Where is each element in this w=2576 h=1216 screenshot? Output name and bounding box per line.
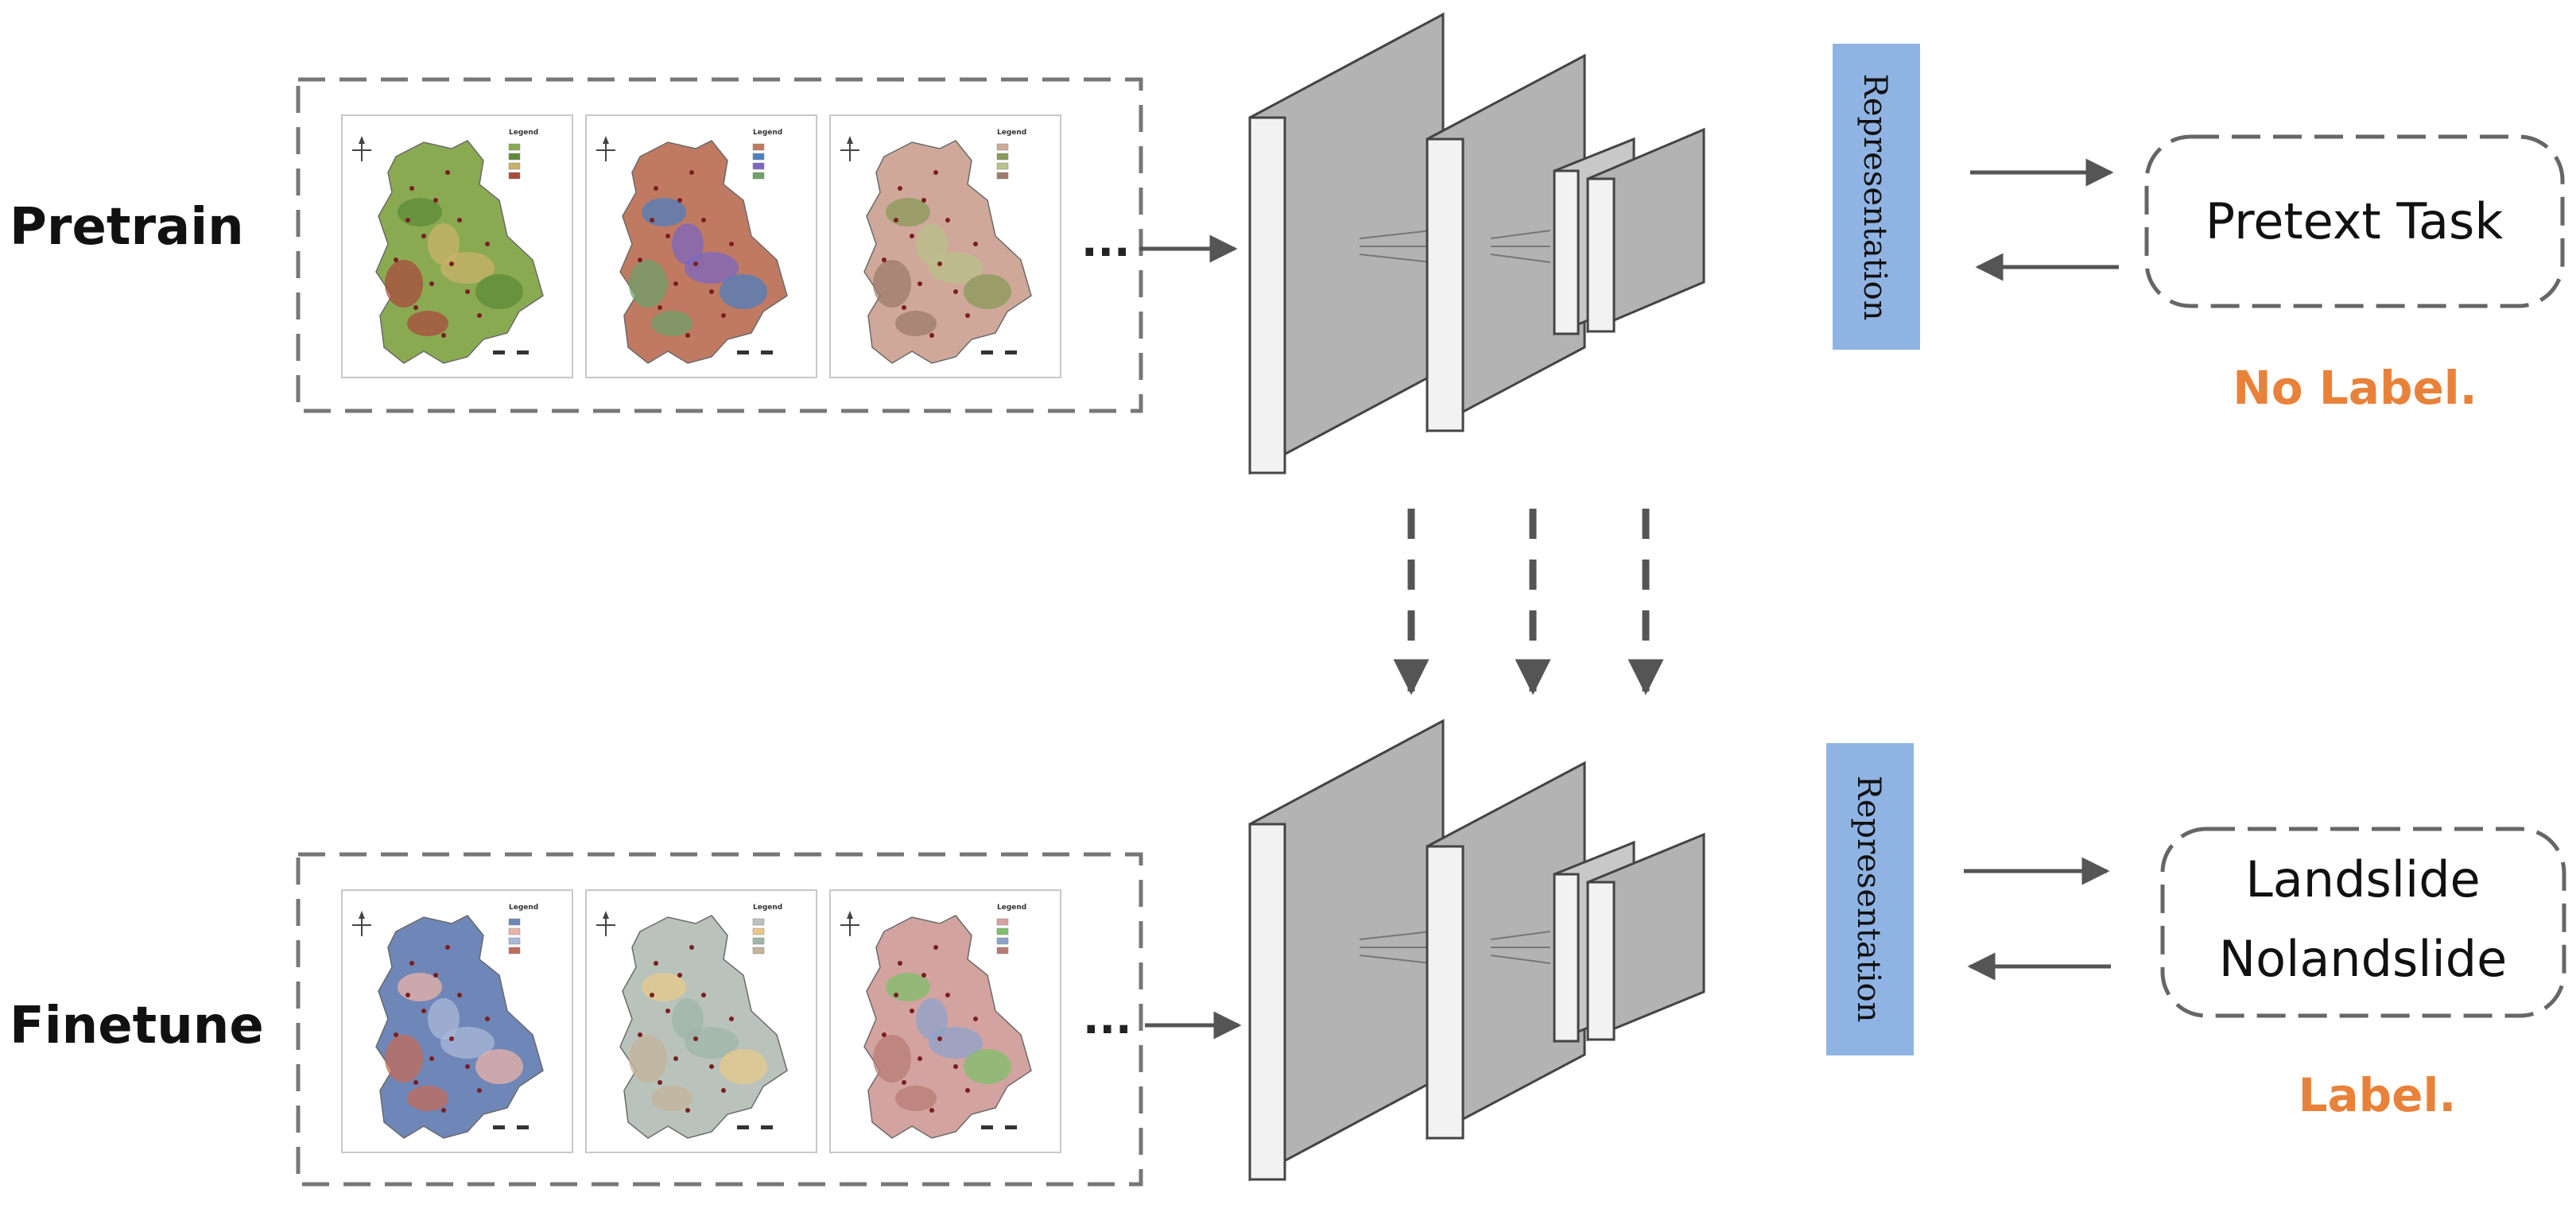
region-map	[619, 140, 788, 364]
finetune-label: Finetune	[10, 997, 264, 1055]
map-legend: Legend	[996, 904, 1026, 955]
region-map	[375, 915, 544, 1139]
north-arrow-icon	[840, 911, 859, 936]
pretrain-representation-text: Representation	[1856, 74, 1893, 321]
pretrain-layer-3	[1553, 127, 1705, 336]
scale-bar	[981, 350, 1029, 354]
pretrain-layer-2	[1426, 53, 1586, 433]
scale-bar	[493, 1125, 541, 1129]
north-arrow-icon	[596, 136, 615, 161]
pretrain-representation-box	[1833, 44, 1920, 350]
map-legend: Legend	[996, 129, 1026, 180]
map-legend: Legend	[752, 904, 782, 955]
svg-text:Legend: Legend	[753, 129, 782, 137]
finetune-layer-1	[1248, 718, 1445, 1182]
finetune-representation-box	[1826, 743, 1914, 1055]
pretrain-row: Pretrain Legend Legend Legend ...	[10, 12, 2565, 475]
pretrain-map-thumbnail-1: Legend	[341, 114, 573, 378]
finetune-layer-2	[1426, 761, 1586, 1140]
weight-transfer-arrows	[1393, 509, 1664, 695]
map-legend: Legend	[508, 129, 538, 180]
finetune-ellipsis: ...	[1083, 993, 1132, 1044]
map-legend: Legend	[752, 129, 782, 180]
nolandslide-text: Nolandslide	[2219, 930, 2507, 988]
svg-text:Legend: Legend	[509, 904, 538, 912]
landslide-text: Landslide	[2245, 850, 2480, 908]
pretrain-ellipsis: ...	[1081, 216, 1131, 266]
svg-text:Legend: Legend	[509, 129, 538, 137]
north-arrow-icon	[840, 136, 859, 161]
landslide-task-box	[2160, 827, 2566, 1018]
scale-bar	[493, 350, 541, 354]
region-map	[619, 915, 788, 1139]
svg-text:Legend: Legend	[997, 904, 1026, 912]
north-arrow-icon	[352, 911, 371, 936]
finetune-layer-3	[1553, 832, 1705, 1044]
finetune-input-box	[296, 852, 1143, 1187]
region-map	[375, 140, 544, 364]
region-map	[863, 140, 1032, 364]
scale-bar	[981, 1125, 1029, 1129]
pretrain-layer-1	[1248, 12, 1445, 475]
finetune-row: Finetune Legend Legend Legend ...	[10, 718, 2566, 1187]
pretrain-maps: Legend Legend Legend	[341, 114, 1061, 378]
pretext-task-box	[2144, 134, 2565, 308]
finetune-map-thumbnail-1: Legend	[341, 889, 573, 1153]
finetune-representation-text: Representation	[1850, 776, 1887, 1023]
svg-text:Legend: Legend	[753, 904, 782, 912]
pretrain-encoder	[1248, 12, 1705, 475]
finetune-map-thumbnail-2: Legend	[585, 889, 817, 1153]
no-label-note: No Label.	[2233, 361, 2477, 415]
svg-text:Legend: Legend	[997, 129, 1026, 137]
finetune-map-thumbnail-3: Legend	[829, 889, 1061, 1153]
map-legend: Legend	[508, 904, 538, 955]
north-arrow-icon	[596, 911, 615, 936]
finetune-encoder	[1248, 718, 1705, 1182]
north-arrow-icon	[352, 136, 371, 161]
scale-bar	[737, 350, 785, 354]
label-note: Label.	[2299, 1068, 2457, 1122]
pretrain-label: Pretrain	[10, 198, 244, 257]
scale-bar	[737, 1125, 785, 1129]
region-map	[863, 915, 1032, 1139]
pretrain-map-thumbnail-3: Legend	[829, 114, 1061, 378]
pretrain-input-box	[296, 77, 1143, 413]
finetune-maps: Legend Legend Legend	[341, 889, 1061, 1153]
pretrain-map-thumbnail-2: Legend	[585, 114, 817, 378]
pretext-task-text: Pretext Task	[2206, 192, 2504, 250]
